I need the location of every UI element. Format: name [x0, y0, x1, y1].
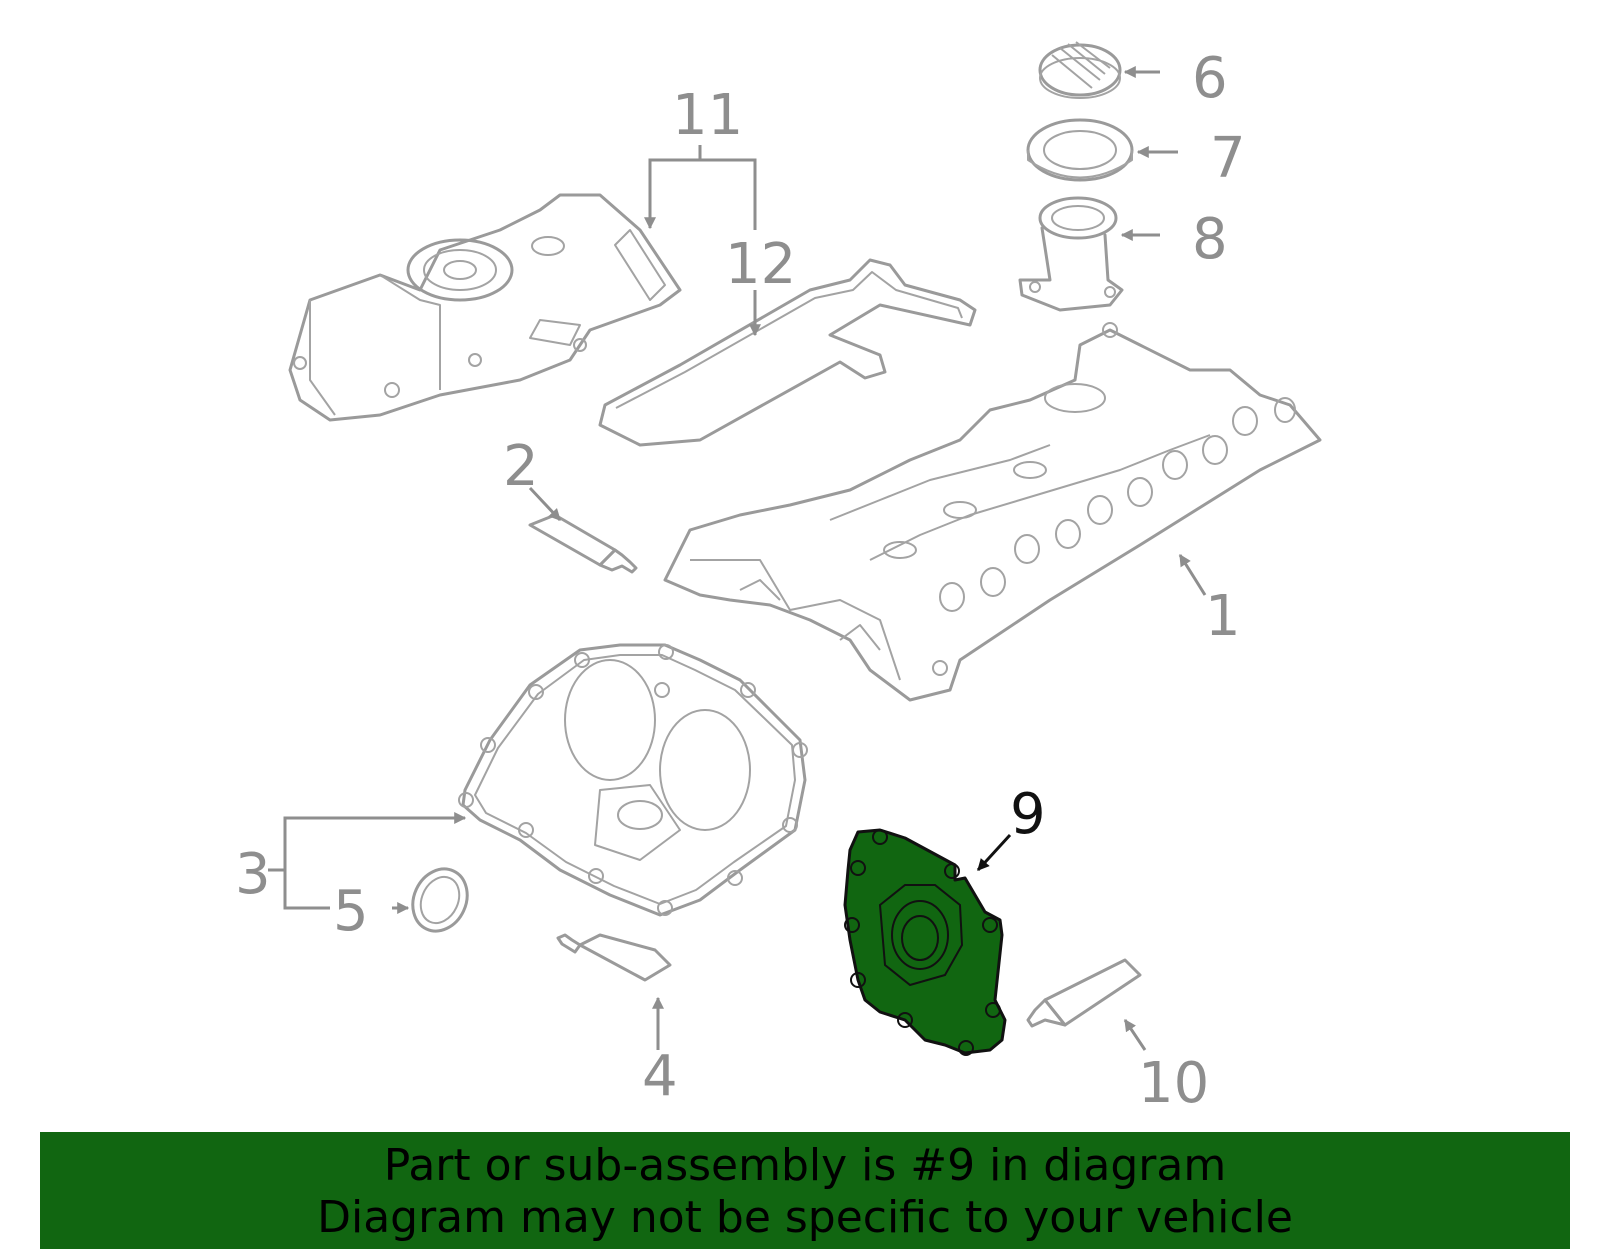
- info-banner: Part or sub-assembly is #9 in diagram Di…: [40, 1132, 1570, 1249]
- oil-separator-housing-part: [288, 193, 682, 422]
- rear-main-seal-housing-part-9: [843, 828, 1007, 1056]
- leader-3-lower: [283, 870, 330, 910]
- callout-9: 9: [1010, 782, 1046, 847]
- callout-8: 8: [1192, 207, 1228, 272]
- filler-neck-part: [1018, 196, 1124, 312]
- banner-line-2: Diagram may not be specific to your vehi…: [317, 1192, 1293, 1243]
- callout-2: 2: [503, 434, 539, 499]
- callout-6: 6: [1192, 46, 1228, 111]
- leader-11-right: [700, 158, 757, 230]
- sealant-tube-part-10: [1026, 958, 1142, 1028]
- leader-10: [1123, 1019, 1147, 1051]
- callout-1: 1: [1205, 584, 1241, 649]
- filler-cap-seal-part: [1026, 118, 1134, 182]
- leader-1: [1178, 553, 1207, 596]
- valve-cover-part: [663, 322, 1322, 702]
- timing-cover-gasket-part: [458, 643, 808, 917]
- callout-5: 5: [333, 879, 369, 944]
- banner-line-1: Part or sub-assembly is #9 in diagram: [383, 1140, 1227, 1191]
- callout-10: 10: [1138, 1051, 1209, 1116]
- cover-gasket-part: [598, 258, 977, 447]
- sealant-tube-part: [528, 513, 638, 574]
- callout-3: 3: [235, 842, 271, 907]
- callout-4: 4: [642, 1044, 678, 1109]
- leader-lines: [268, 66, 1207, 1051]
- leader-11-left: [644, 145, 702, 230]
- callout-11: 11: [672, 83, 743, 148]
- callouts: 6 7 8 11 12 2 1 3 5 4 10 9: [235, 46, 1246, 1116]
- callout-12: 12: [725, 232, 796, 297]
- oil-filler-cap-part: [1038, 41, 1122, 99]
- leader-2: [528, 486, 562, 522]
- leader-3-upper: [283, 812, 467, 870]
- callout-7: 7: [1210, 126, 1246, 191]
- sealant-tube-part-4: [556, 933, 672, 982]
- crankshaft-seal-part: [411, 867, 469, 933]
- leader-9: [976, 833, 1012, 872]
